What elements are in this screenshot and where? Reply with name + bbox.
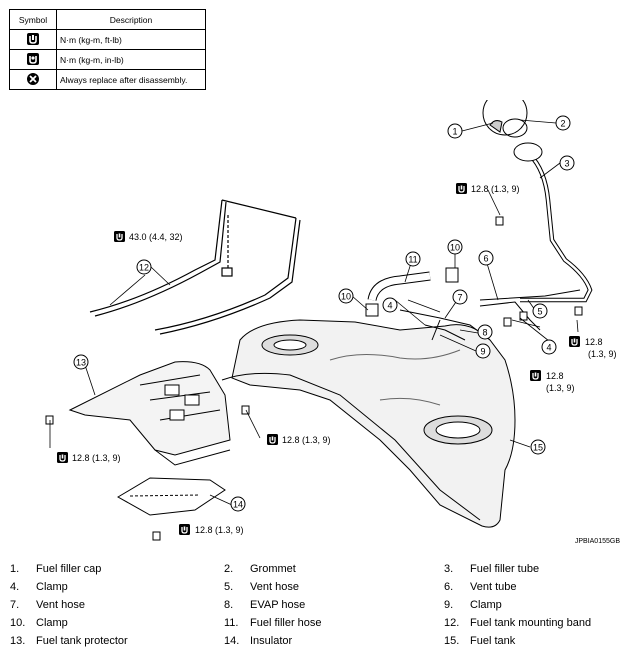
callout-12: 12: [136, 259, 152, 275]
svg-text:1: 1: [452, 127, 457, 137]
mounting-bands: [89, 199, 301, 335]
torque-label: 12.8 (1.3, 9): [56, 451, 121, 464]
parts-row: 7.Vent hose 8.EVAP hose 9.Clamp: [0, 599, 630, 617]
svg-text:10: 10: [450, 243, 460, 253]
callout-10a: 10: [447, 239, 463, 255]
legend-text: N·m (kg-m, in-lb): [56, 49, 206, 70]
part-item: 10.Clamp: [10, 617, 68, 629]
callout-1: 1: [447, 123, 463, 139]
svg-text:8: 8: [482, 328, 487, 338]
callout-6: 6: [478, 250, 494, 266]
svg-text:12.8 (1.3, 9): 12.8 (1.3, 9): [282, 435, 331, 445]
callout-5: 5: [532, 303, 548, 319]
part-item: 15.Fuel tank: [444, 635, 516, 647]
part-item: 2.Grommet: [224, 563, 296, 575]
figure-code: JPBIA0155GB: [574, 538, 620, 545]
svg-text:(1.3, 9): (1.3, 9): [588, 349, 617, 359]
svg-text:15: 15: [533, 443, 543, 453]
callout-9: 9: [475, 343, 491, 359]
part-item: 12.Fuel tank mounting band: [444, 617, 592, 629]
fuel-tank: [221, 319, 516, 528]
callout-14: 14: [230, 496, 246, 512]
svg-text:7: 7: [457, 293, 462, 303]
svg-text:13: 13: [76, 358, 86, 368]
parts-row: 4.Clamp 5.Vent hose 6.Vent tube: [0, 581, 630, 599]
fuel-filler-tube: [482, 100, 593, 303]
svg-text:(1.3, 9): (1.3, 9): [546, 383, 575, 393]
insulator: [117, 477, 226, 516]
replace-part-icon: [27, 72, 39, 85]
svg-text:12.8: 12.8: [585, 337, 603, 347]
torque-labels: 12.8 (1.3, 9) 43.0 (4.4, 32) 12.8 (1.3, 9…: [56, 182, 617, 536]
legend-text: Always replace after disassembly.: [56, 69, 206, 90]
legend-text: N·m (kg-m, ft-lb): [56, 29, 206, 50]
parts-row: 1.Fuel filler cap 2.Grommet 3.Fuel fille…: [0, 563, 630, 581]
legend-row: Always replace after disassembly.: [9, 69, 206, 90]
svg-text:2: 2: [560, 119, 565, 129]
callout-8: 8: [477, 324, 493, 340]
torque-wrench-inlb-icon: [27, 52, 39, 65]
callout-4a: 4: [382, 297, 398, 313]
part-item: 9.Clamp: [444, 599, 502, 611]
callout-13: 13: [73, 354, 89, 370]
svg-text:4: 4: [387, 301, 392, 311]
svg-text:12.8 (1.3, 9): 12.8 (1.3, 9): [471, 184, 520, 194]
parts-row: 13.Fuel tank protector 14.Insulator 15.F…: [0, 635, 630, 653]
callout-7: 7: [452, 289, 468, 305]
fuel-tank-protector: [68, 361, 231, 466]
torque-label: 12.8 (1.3, 9): [178, 523, 244, 536]
torque-label: 43.0 (4.4, 32): [113, 230, 183, 243]
torque-label: 12.8 (1.3, 9): [568, 335, 617, 359]
torque-wrench-icon: [27, 32, 39, 45]
svg-text:43.0 (4.4, 32): 43.0 (4.4, 32): [129, 232, 183, 242]
legend-row: N·m (kg-m, ft-lb): [9, 29, 206, 50]
torque-label: 12.8 (1.3, 9): [266, 433, 331, 446]
symbol-legend-table: Symbol Description N·m (kg-m, ft-lb) N·m…: [9, 9, 206, 90]
fuel-filler-hose: [365, 267, 459, 317]
part-item: 4.Clamp: [10, 581, 68, 593]
svg-text:3: 3: [564, 159, 569, 169]
callout-3: 3: [559, 155, 575, 171]
svg-text:12.8 (1.3, 9): 12.8 (1.3, 9): [195, 525, 244, 535]
svg-text:10: 10: [341, 292, 351, 302]
part-item: 5.Vent hose: [224, 581, 299, 593]
svg-text:12.8: 12.8: [546, 371, 564, 381]
parts-list: 1.Fuel filler cap 2.Grommet 3.Fuel fille…: [0, 563, 630, 653]
svg-text:5: 5: [537, 307, 542, 317]
parts-row: 10.Clamp 11.Fuel filler hose 12.Fuel tan…: [0, 617, 630, 635]
bolts: [45, 216, 583, 541]
svg-text:6: 6: [483, 254, 488, 264]
part-item: 11.Fuel filler hose: [224, 617, 322, 629]
part-item: 8.EVAP hose: [224, 599, 306, 611]
svg-text:12.8 (1.3, 9): 12.8 (1.3, 9): [72, 453, 121, 463]
callout-10b: 10: [338, 288, 354, 304]
svg-text:12: 12: [139, 263, 149, 273]
cap-tether-ring: [482, 100, 528, 136]
part-item: 14.Insulator: [224, 635, 293, 647]
part-item: 13.Fuel tank protector: [10, 635, 128, 647]
symbol-header: Symbol: [9, 9, 57, 30]
svg-text:9: 9: [480, 347, 485, 357]
callout-2: 2: [555, 115, 571, 131]
svg-text:14: 14: [233, 500, 243, 510]
torque-label: 12.8 (1.3, 9): [455, 182, 520, 195]
callouts: 1 2 3 4 4 5 6 7 8 9 10 10 11 12 13 14 15: [73, 115, 575, 512]
part-item: 6.Vent tube: [444, 581, 517, 593]
part-item: 3.Fuel filler tube: [444, 563, 540, 575]
part-item: 1.Fuel filler cap: [10, 563, 102, 575]
torque-label: 12.8 (1.3, 9): [529, 369, 575, 393]
callout-4b: 4: [541, 339, 557, 355]
callout-15: 15: [530, 439, 546, 455]
part-item: 7.Vent hose: [10, 599, 85, 611]
svg-text:11: 11: [408, 255, 417, 265]
fuel-tank-exploded-diagram: 1 2 3 4 4 5 6 7 8 9 10 10 11 12 13 14 15…: [45, 100, 617, 541]
callout-11: 11: [405, 251, 421, 267]
svg-text:4: 4: [546, 343, 551, 353]
vent-tube: [479, 289, 581, 331]
description-header: Description: [56, 9, 206, 30]
legend-row: N·m (kg-m, in-lb): [9, 49, 206, 70]
